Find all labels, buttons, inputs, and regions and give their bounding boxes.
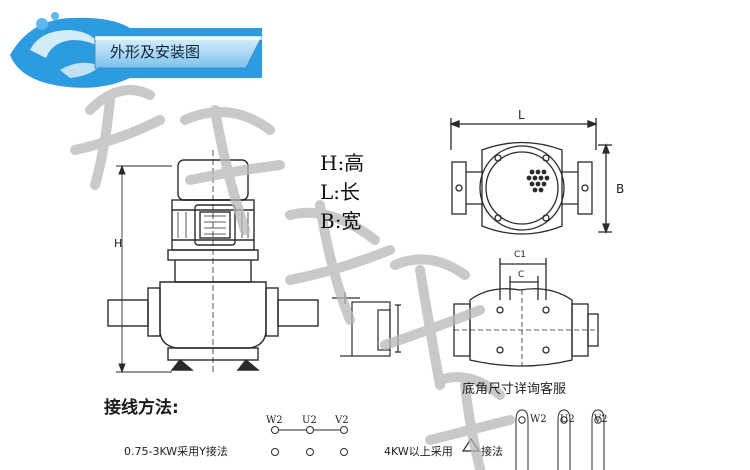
terminal-v2-y: V2: [335, 415, 349, 426]
dim-label-c1: C1: [514, 250, 527, 260]
banner-decoration: [10, 12, 263, 88]
terminal-w2-y: W2: [266, 415, 283, 426]
legend-length: L:长: [320, 180, 361, 204]
pump-top-view: [449, 118, 612, 235]
legend-width: B:宽: [320, 209, 362, 233]
terminal-u2-y: U2: [302, 415, 317, 426]
dim-label-h: H: [114, 237, 123, 250]
wiring-title: 接线方法:: [104, 398, 179, 418]
dim-label-b: B: [616, 182, 625, 196]
base-size-note: 底角尺寸详询客服: [462, 382, 567, 397]
terminal-w2-delta: W2: [530, 414, 547, 425]
banner-title: 外形及安装图: [110, 43, 201, 61]
wiring-large-pump: 4KW以上采用: [384, 445, 453, 458]
wiring-large-pump-suffix: 接法: [481, 445, 503, 458]
wiring-y-diagram: [271, 426, 348, 456]
pump-front-view: [107, 150, 319, 375]
wiring-delta-diagram: [515, 409, 605, 470]
dim-label-l: L: [518, 108, 525, 122]
dim-label-c: C: [518, 270, 525, 280]
pump-base-view: [453, 258, 599, 367]
watermark: [70, 85, 515, 470]
terminal-u2-delta: U2: [560, 414, 575, 425]
height-dimension: [116, 164, 172, 374]
wiring-small-pump: 0.75-3KW采用Y接法: [124, 445, 228, 458]
terminal-v2-delta: V2: [594, 414, 608, 425]
legend-height: H:高: [320, 151, 365, 175]
